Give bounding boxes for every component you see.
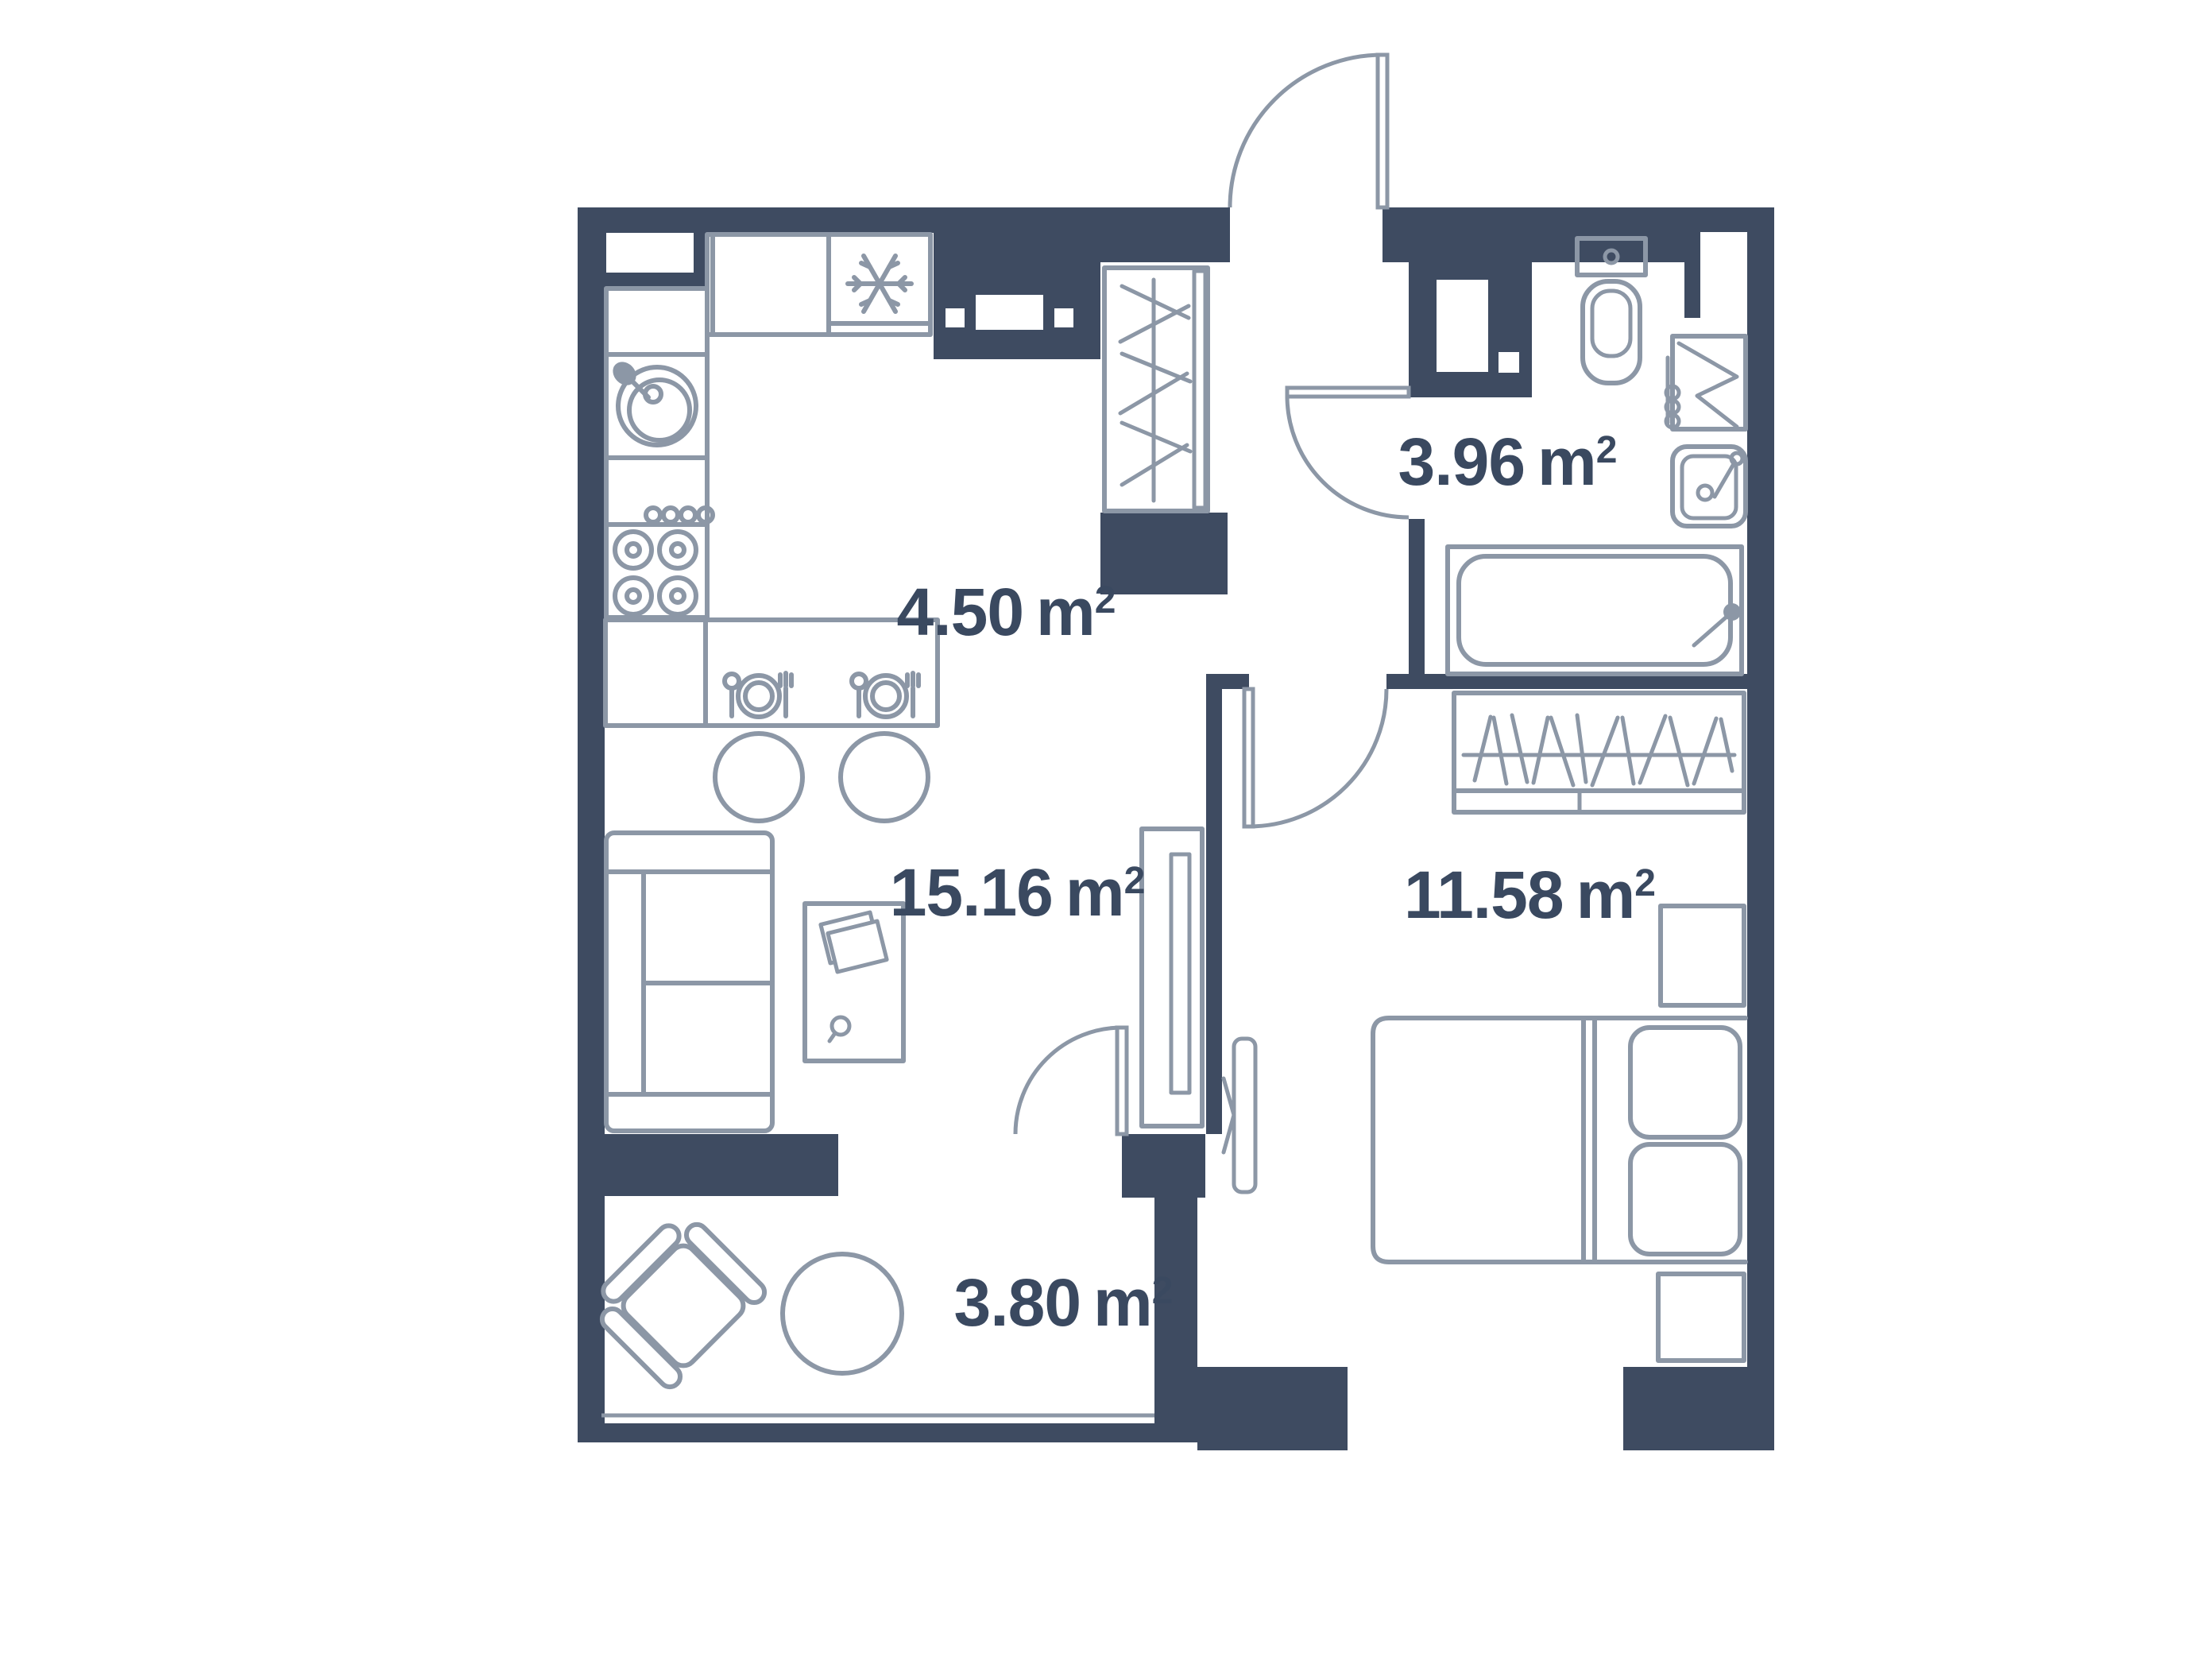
balcony-door bbox=[1013, 1025, 1129, 1136]
stool bbox=[838, 731, 930, 823]
bed bbox=[1371, 1016, 1748, 1264]
place-setting-icon bbox=[722, 671, 794, 719]
sofa bbox=[604, 830, 775, 1133]
nightstand bbox=[1656, 1272, 1746, 1363]
living-balcony-window bbox=[838, 1139, 1007, 1194]
pillow bbox=[1628, 1025, 1742, 1140]
stool bbox=[713, 731, 805, 823]
nightstand bbox=[1658, 904, 1746, 1008]
bedroom-wardrobe bbox=[1452, 691, 1746, 815]
washbasin-icon bbox=[1670, 444, 1748, 528]
entrance-door bbox=[1228, 52, 1390, 210]
hallway-closet bbox=[1102, 265, 1210, 513]
armchair-icon bbox=[599, 1221, 768, 1390]
balcony-door-leaf bbox=[1115, 1025, 1129, 1136]
bathroom-door-leaf bbox=[1285, 385, 1411, 399]
towel-radiator-icon bbox=[1664, 334, 1748, 432]
kitchen-top-counter bbox=[705, 232, 933, 337]
bedroom-door bbox=[1242, 687, 1389, 829]
desk bbox=[802, 901, 906, 1063]
tv-icon bbox=[1221, 1036, 1258, 1194]
dining-bar bbox=[603, 617, 940, 728]
living-wardrobe bbox=[1139, 826, 1205, 1128]
pillow bbox=[1628, 1142, 1742, 1256]
stove-icon bbox=[613, 505, 715, 617]
toilet-icon bbox=[1575, 236, 1648, 385]
laptop-icon bbox=[818, 910, 889, 974]
entrance-door-leaf bbox=[1375, 52, 1390, 210]
kitchen-left-counter bbox=[604, 286, 710, 620]
bedroom-door-leaf bbox=[1242, 687, 1255, 829]
bedroom-window bbox=[1348, 1369, 1623, 1448]
round-table-icon bbox=[780, 1252, 904, 1376]
bathroom-door bbox=[1285, 385, 1411, 520]
kitchen-sink-icon bbox=[613, 362, 698, 447]
bathtub-icon bbox=[1445, 544, 1744, 676]
mouse-icon bbox=[827, 1015, 852, 1043]
place-setting-icon bbox=[849, 671, 921, 719]
wall-niches bbox=[606, 232, 1747, 373]
fridge-snowflake-icon bbox=[845, 254, 914, 314]
